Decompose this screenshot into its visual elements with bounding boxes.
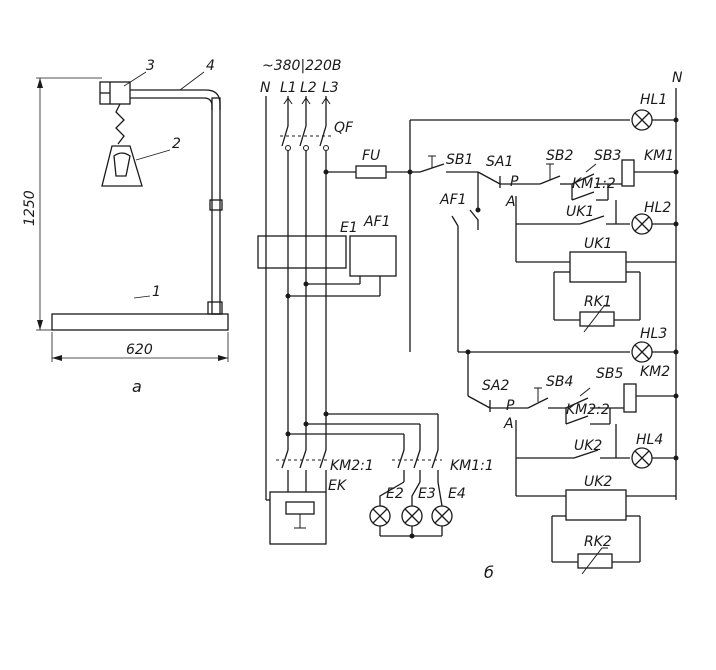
af1-contact-label: AF1 (439, 192, 467, 208)
contacts-km2-1 (276, 449, 330, 469)
lamp-e4 (431, 505, 453, 527)
fuse-fu (355, 165, 387, 179)
lamp-e2 (369, 505, 391, 527)
base-plate (51, 313, 229, 331)
uk2-block-label: UK2 (584, 474, 612, 490)
km2-2-label: KM2:2 (566, 402, 610, 418)
contacts-km1-1 (392, 449, 442, 469)
caption-a: а (132, 377, 142, 396)
arm-outer (130, 89, 221, 110)
controller-uk2 (565, 489, 627, 521)
figure-a-lamp-stand: 1 2 3 4 1250 620 а (22, 58, 229, 396)
sb5-label: SB5 (596, 366, 623, 382)
height-dimension-label: 1250 (22, 190, 38, 226)
sa2-p-label: P (506, 398, 515, 414)
sa2-a-label: A (503, 416, 514, 432)
hl4-label: HL4 (636, 432, 663, 448)
bus-l3-label: L3 (322, 80, 339, 96)
uk1-block-label: UK1 (584, 236, 612, 252)
lamp-shade (101, 145, 143, 187)
rk2-label: RK2 (584, 534, 612, 550)
af1-label: AF1 (363, 214, 391, 230)
sa1-a-label: A (505, 194, 516, 210)
lamp-bulb (113, 152, 131, 177)
sb1-label: SB1 (446, 152, 473, 168)
sb3-label: SB3 (594, 148, 621, 164)
controller-uk1 (569, 251, 627, 283)
heater-ek (269, 491, 327, 545)
suspension-chain (115, 103, 125, 145)
heater-e1 (257, 235, 347, 269)
sa1-p-label: P (510, 174, 519, 190)
fu-label: FU (362, 148, 380, 164)
arm-inner (130, 97, 213, 110)
coil-km1 (621, 159, 635, 187)
post-coupling (209, 199, 223, 211)
km1-1-label: KM1:1 (450, 458, 494, 474)
e4-label: E4 (448, 486, 466, 502)
km2-label: KM2 (640, 364, 670, 380)
lamp-e3 (401, 505, 423, 527)
sb4-label: SB4 (546, 374, 573, 390)
hl2-label: HL2 (644, 200, 671, 216)
qf-label: QF (334, 120, 354, 136)
relay-af1 (349, 235, 397, 277)
uk1-contact-label: UK1 (566, 204, 594, 220)
bus-l2-label: L2 (300, 80, 317, 96)
callout-3: 3 (146, 58, 155, 74)
callout-2: 2 (172, 136, 181, 152)
supply-label: ~380|220В (262, 58, 342, 74)
hl3-label: HL3 (640, 326, 667, 342)
hl1-label: HL1 (640, 92, 667, 108)
lamp-hl1 (631, 109, 653, 131)
ek-label: EK (328, 478, 348, 494)
callout-4: 4 (206, 58, 215, 74)
coil-km2 (623, 383, 637, 413)
km2-1-label: KM2:1 (330, 458, 374, 474)
lamp-hl4 (631, 447, 653, 469)
caption-b: б (484, 563, 494, 582)
e3-label: E3 (418, 486, 436, 502)
rk1-label: RK1 (584, 294, 612, 310)
breaker-qf: QF (280, 120, 354, 151)
figure-b-schematic: ~380|220В N L1 L2 L3 QF FU (257, 58, 683, 582)
thermistor-rk2 (577, 553, 613, 569)
e1-label: E1 (340, 220, 358, 236)
bus-n-right-label: N (672, 70, 683, 86)
uk2-contact-label: UK2 (574, 438, 602, 454)
callout-1: 1 (152, 284, 161, 300)
post-foot (207, 301, 223, 315)
km1-2-label: KM1:2 (572, 176, 616, 192)
bus-l1-label: L1 (280, 80, 297, 96)
vertical-post (211, 97, 221, 315)
sa2-label: SA2 (482, 378, 509, 394)
bus-n-left-label: N (260, 80, 271, 96)
width-dimension-label: 620 (126, 342, 153, 358)
sa1-label: SA1 (486, 154, 513, 170)
thermistor-rk1 (579, 311, 615, 327)
e2-label: E2 (386, 486, 404, 502)
lamp-hl2 (631, 213, 653, 235)
lamp-hl3 (631, 341, 653, 363)
km1-label: KM1 (644, 148, 674, 164)
sb2-label: SB2 (546, 148, 573, 164)
